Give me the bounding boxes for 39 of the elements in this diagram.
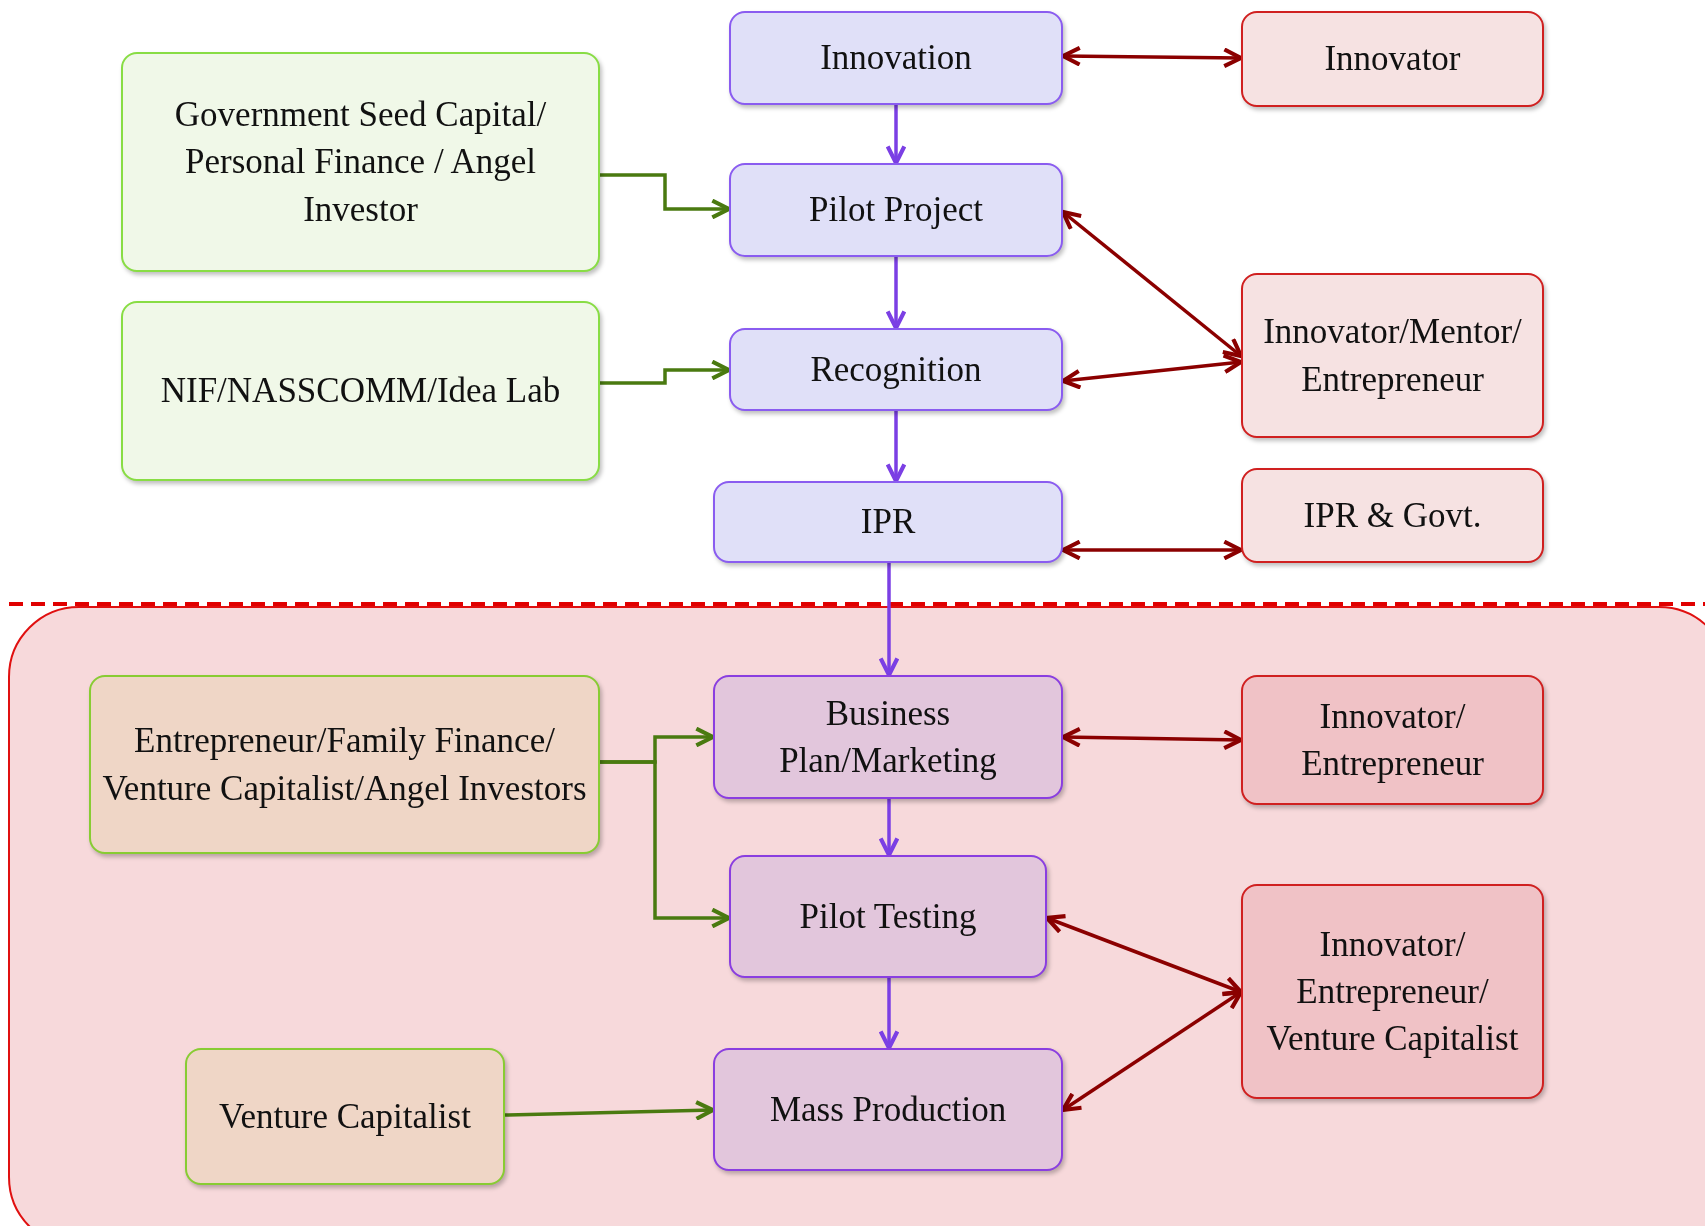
process-box xyxy=(1241,273,1544,438)
node-label: Recognition xyxy=(810,348,982,391)
node-label: Mass Production xyxy=(769,1088,1007,1131)
node-label: Innovator/ Entrepreneur xyxy=(1300,695,1485,785)
process-box xyxy=(713,481,1063,563)
process-box xyxy=(729,328,1063,411)
arrow xyxy=(878,799,900,858)
node-label: Innovator xyxy=(1324,38,1461,81)
node-label: Pilot Project xyxy=(809,189,983,232)
process-box xyxy=(729,11,1063,105)
process-box xyxy=(1241,675,1544,805)
process-box xyxy=(89,675,600,854)
process-box xyxy=(185,1048,505,1185)
arrow xyxy=(1060,539,1244,561)
node-label: Pilot Testing xyxy=(799,895,977,938)
node-label: Business Plan/Marketing xyxy=(778,692,998,782)
node-label: Innovator/ Entrepreneur/ Venture Capitalist xyxy=(1265,923,1520,1061)
process-box xyxy=(121,301,600,481)
arrow xyxy=(885,105,907,166)
process-box xyxy=(1241,468,1544,563)
process-box xyxy=(1241,884,1544,1099)
process-box xyxy=(713,675,1063,799)
process-box xyxy=(1241,11,1544,107)
process-box xyxy=(729,855,1047,978)
node-label: Government Seed Capital/ Personal Finance / Angel Investor xyxy=(173,94,548,231)
node-label: Innovator/Mentor/Entrepreneur xyxy=(1262,311,1523,401)
arrow xyxy=(878,978,900,1051)
arrow xyxy=(885,411,907,484)
process-box xyxy=(729,163,1063,257)
process-box xyxy=(713,1048,1063,1171)
node-label: IPR & Govt. xyxy=(1303,494,1482,537)
node-label: Innovation xyxy=(820,37,972,80)
node-label: NIF/NASSCOMM/Idea Lab xyxy=(160,370,561,413)
arrow xyxy=(885,257,907,331)
node-label: Entrepreneur/Family Finance/ Venture Capitalist/Angel Investors xyxy=(101,720,588,810)
arrow xyxy=(878,563,900,678)
node-label: Venture Capitalist xyxy=(219,1095,471,1138)
node-label: IPR xyxy=(860,501,916,544)
process-box xyxy=(121,52,600,272)
